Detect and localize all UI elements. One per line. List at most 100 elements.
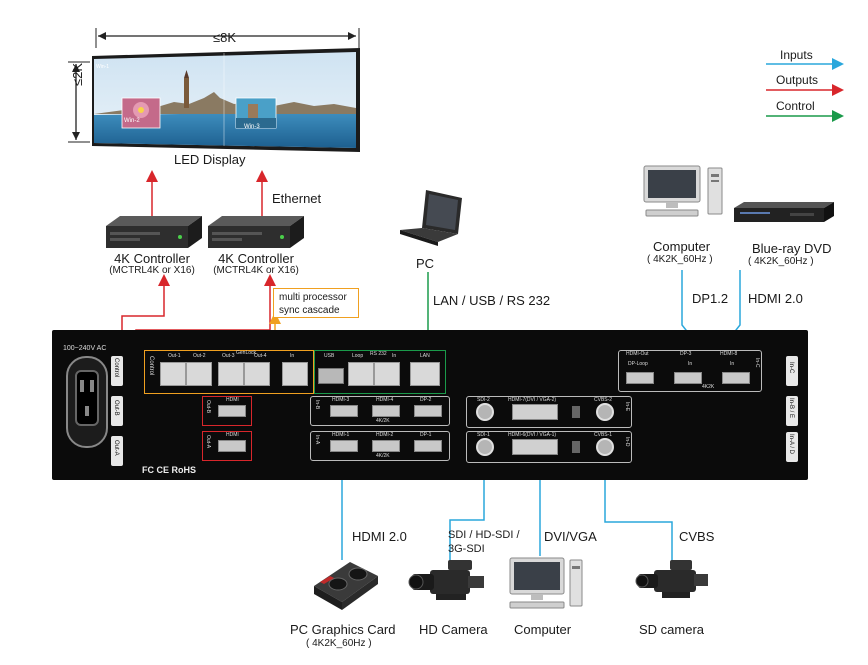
controller-1-model: (MCTRL4K or X16) xyxy=(109,265,195,276)
legend xyxy=(766,58,844,122)
controller-2-model: (MCTRL4K or X16) xyxy=(213,265,299,276)
ethernet-label: Ethernet xyxy=(272,191,322,206)
port-in-label: In xyxy=(290,353,295,359)
switch-1[interactable] xyxy=(572,441,580,453)
dp2-port[interactable] xyxy=(414,405,442,417)
legend-control-label: Control xyxy=(776,99,815,113)
computer-top-link: DP1.2 xyxy=(692,291,729,306)
ind-group xyxy=(466,431,632,463)
dp-loop-port[interactable] xyxy=(626,372,654,384)
cvbs2-label: CVBS-2 xyxy=(594,397,613,403)
cvbs2-bnc[interactable] xyxy=(596,403,614,421)
dp3-in-label: In xyxy=(688,361,693,367)
cvbs1-bnc[interactable] xyxy=(596,438,614,456)
controller-1-title: 4K Controller xyxy=(114,251,190,266)
hdmi8-in-label: In xyxy=(730,361,735,367)
side-tag-outa-text: Out-A xyxy=(113,440,119,456)
cascade-note: multi processor sync cascade xyxy=(273,288,359,318)
legend-outputs-label: Outputs xyxy=(776,73,819,87)
dvi1-port[interactable] xyxy=(512,439,558,455)
hdmi1-label: HDMI-1 xyxy=(332,432,350,438)
lan-label: LAN xyxy=(420,353,430,359)
switch-2[interactable] xyxy=(572,406,580,418)
hdmi8-port[interactable] xyxy=(722,372,750,384)
dp2-label: DP-2 xyxy=(420,397,432,403)
right-tag-inad xyxy=(786,432,798,462)
pc-laptop xyxy=(400,190,462,246)
side-tag-outb xyxy=(111,396,123,426)
inc-4k-label: 4K2K xyxy=(702,384,715,390)
ine-tag: In-E xyxy=(624,402,630,412)
win-3-label: Win-3 xyxy=(244,124,260,130)
sdi-link-label-1: SDI / HD-SDI / xyxy=(448,529,520,541)
right-tag-inbe-text: In-B / E xyxy=(788,398,794,419)
power-pin-l xyxy=(80,380,84,392)
rj45-out2[interactable] xyxy=(186,362,212,386)
rj45-out4[interactable] xyxy=(244,362,270,386)
dvi2-port[interactable] xyxy=(512,404,558,420)
win-1-label: Win-1 xyxy=(96,64,110,70)
rj45-in[interactable] xyxy=(282,362,308,386)
hdmi8-label: HDMI-8 xyxy=(720,351,738,357)
right-tag-inad-text: In-A / D xyxy=(788,434,794,455)
power-pin-g xyxy=(85,406,89,416)
rj45-rs232-in[interactable] xyxy=(374,362,400,386)
computer-top-label: Computer xyxy=(653,239,711,254)
height-label: ≤2K xyxy=(70,62,85,86)
hdmi7-label: HDMI-7(DVI / VGA-2) xyxy=(508,397,557,403)
sdi2-label: SDI-2 xyxy=(477,397,490,403)
power-socket-inner xyxy=(75,370,99,426)
side-tag-control xyxy=(111,356,123,386)
dp1-port[interactable] xyxy=(414,440,442,452)
input-line-sdcam xyxy=(599,460,673,565)
cascade-note-line-2: sync cascade xyxy=(279,305,340,316)
controller-units xyxy=(106,216,304,248)
outa-hdmi-port[interactable] xyxy=(218,440,246,452)
gpu-res: ( 4K2K_60Hz ) xyxy=(306,638,372,649)
rs232-label: RS 232 xyxy=(370,351,387,357)
inb-tag: In-B xyxy=(314,400,320,410)
dp3-port[interactable] xyxy=(674,372,702,384)
inb-4k-label: 4K/2K xyxy=(376,418,390,424)
sdi-link-label-2: 3G-SDI xyxy=(448,543,485,555)
hdmi1-port[interactable] xyxy=(330,440,358,452)
controller-1-device xyxy=(106,216,202,248)
rj45-loop[interactable] xyxy=(348,362,374,386)
genlock-label: GenLock xyxy=(236,350,257,356)
rj45-lan[interactable] xyxy=(410,362,440,386)
ine-group xyxy=(466,396,632,428)
port-out2-label: Out-2 xyxy=(193,353,206,359)
sdi1-bnc[interactable] xyxy=(476,438,494,456)
hdmi3-port[interactable] xyxy=(330,405,358,417)
hdmi2-port[interactable] xyxy=(372,440,400,452)
win-2-label: Win-2 xyxy=(124,118,140,124)
hdmi3-label: HDMI-3 xyxy=(332,397,350,403)
power-label: 100~240V AC xyxy=(63,345,107,352)
port-out1-label: Out-1 xyxy=(168,353,181,359)
ina-group xyxy=(310,431,450,461)
side-tag-outa xyxy=(111,436,123,466)
pc-label: PC xyxy=(416,256,435,271)
ina-tag: In-A xyxy=(314,435,320,445)
inc-group xyxy=(618,350,762,392)
bluray-label: Blue-ray DVD xyxy=(752,241,832,256)
dp3-label: DP-3 xyxy=(680,351,692,357)
outb-group xyxy=(202,396,252,426)
rj45-out1[interactable] xyxy=(160,362,186,386)
control-group xyxy=(144,350,314,394)
width-label: ≤8K xyxy=(213,30,237,45)
control-group-tag: Control xyxy=(148,356,154,376)
usb-port[interactable] xyxy=(318,368,344,384)
hdmi4-port[interactable] xyxy=(372,405,400,417)
pc-link-label: LAN / USB / RS 232 xyxy=(433,293,551,308)
hdmi4-label: HDMI-4 xyxy=(376,397,394,403)
inc-tag: In-C xyxy=(754,358,760,368)
ind-tag: In-D xyxy=(624,437,630,447)
hdmi2-label: HDMI-2 xyxy=(376,432,394,438)
outb-hdmi-port[interactable] xyxy=(218,405,246,417)
sdi2-bnc[interactable] xyxy=(476,403,494,421)
dp1-label: DP-1 xyxy=(420,432,432,438)
rj45-out3[interactable] xyxy=(218,362,244,386)
legend-inputs-label: Inputs xyxy=(780,48,813,62)
port-out4-label: Out-4 xyxy=(254,353,267,359)
